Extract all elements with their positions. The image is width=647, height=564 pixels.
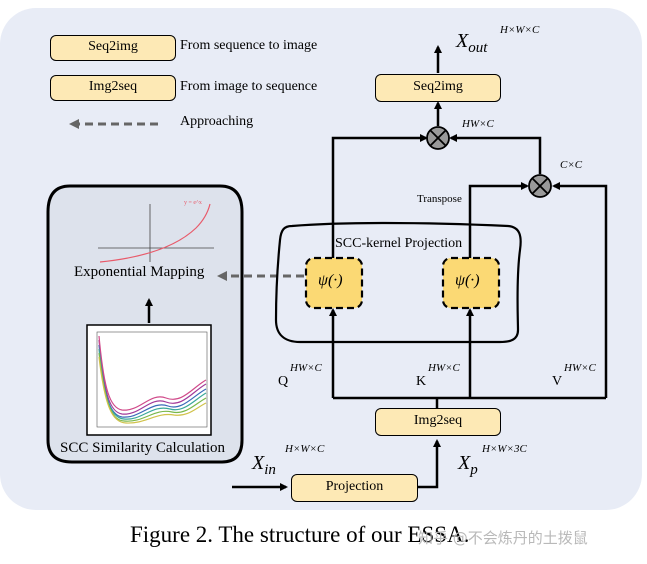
seq2img-block: Seq2img (375, 74, 501, 102)
psi-label-2: ψ(·) (455, 272, 480, 289)
psi-box-2 (441, 256, 501, 310)
figure-caption: Figure 2. The structure of our ESSA. (130, 522, 470, 547)
x-p-label: Xp (458, 452, 478, 478)
v-dim: HW×C (564, 362, 596, 374)
hwc-mult-dim: HW×C (462, 118, 494, 130)
exp-mini-chart (98, 203, 214, 263)
watermark: 知乎 @不会炼丹的土拨鼠 (418, 529, 588, 547)
scc-calc-label: SCC Similarity Calculation (60, 440, 225, 456)
x-in-dim: H×W×C (285, 443, 325, 455)
cxc-to-mult-arrow (449, 134, 542, 174)
legend-img2seq-desc: From image to sequence (180, 79, 318, 94)
q-dim: HW×C (290, 362, 322, 374)
k-dim: HW×C (428, 362, 460, 374)
exp-formula: y = e^x (184, 200, 202, 206)
x-in-label: Xin (252, 452, 276, 478)
x-out-dim: H×W×C (500, 24, 540, 36)
scc-similarity-plot (86, 324, 212, 436)
multiply-node-top (426, 126, 450, 150)
k-label: K (416, 374, 427, 389)
scc-kernel-label: SCC-kernel Projection (335, 236, 463, 251)
projection-block: Projection (291, 474, 418, 502)
v-label: V (552, 374, 563, 389)
xp-arrow (418, 439, 441, 489)
q-label: Q (278, 374, 289, 389)
multiply-node-right (528, 174, 552, 198)
psi2-to-mult-arrow (468, 182, 529, 258)
psi-box-1 (304, 256, 364, 310)
exp-mapping-label: Exponential Mapping (74, 264, 205, 280)
x-out-label: Xout (456, 30, 488, 56)
legend-img2seq-box: Img2seq (50, 75, 176, 101)
cxc-dim: C×C (560, 159, 583, 171)
transpose-label: Transpose (417, 193, 462, 205)
img2seq-block: Img2seq (375, 408, 501, 436)
v-arrow (552, 182, 608, 398)
legend-seq2img-box: Seq2img (50, 35, 176, 61)
legend-approaching-desc: Approaching (180, 114, 254, 129)
legend-seq2img-desc: From sequence to image (180, 38, 318, 53)
scc-kernel-border (274, 221, 522, 344)
psi-label-1: ψ(·) (318, 272, 343, 289)
psi1-to-mult-arrow (331, 134, 428, 258)
x-p-dim: H×W×3C (482, 443, 527, 455)
